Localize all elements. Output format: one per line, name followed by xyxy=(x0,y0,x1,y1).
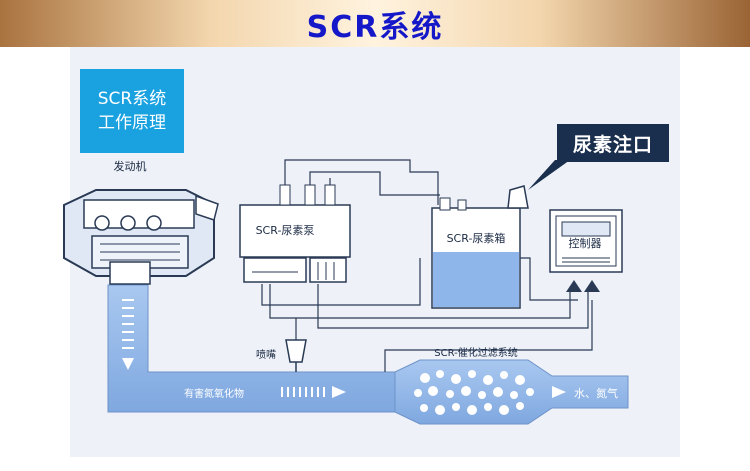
scr-catalyst-housing xyxy=(394,359,629,425)
exhaust-in-label: 有害氮氧化物 xyxy=(184,387,244,400)
pump-label: SCR-尿素泵 xyxy=(256,224,315,237)
principle-title-line2: 工作原理 xyxy=(98,113,166,133)
catalyst-label: SCR-催化过滤系统 xyxy=(434,346,517,359)
controller-label: 控制器 xyxy=(569,236,602,250)
exhaust-out-label: 水、氮气 xyxy=(574,386,618,400)
principle-title-line1: SCR系统 xyxy=(97,89,167,109)
engine-icon xyxy=(63,189,219,285)
outlet-arrow-icon xyxy=(552,386,566,398)
nozzle-label: 喷嘴 xyxy=(256,349,276,361)
controller xyxy=(549,209,623,292)
engine-label: 发动机 xyxy=(114,159,147,173)
tank-label: SCR-尿素箱 xyxy=(447,231,506,245)
urea-lines xyxy=(261,159,593,372)
principle-title-box: SCR系统 工作原理 xyxy=(80,69,184,153)
page-title: SCR系统 xyxy=(306,10,444,45)
urea-inlet-label: 尿素注口 xyxy=(557,124,669,162)
urea-tank xyxy=(431,185,529,309)
title-banner: SCR系统 xyxy=(0,0,750,47)
flow-arrow-right-icon xyxy=(332,386,346,398)
exhaust-pipe xyxy=(107,284,396,413)
flow-arrow-down-icon xyxy=(122,358,134,370)
inlet-callout-pointer xyxy=(528,160,570,190)
urea-pump xyxy=(239,184,351,283)
nozzle xyxy=(285,339,307,372)
